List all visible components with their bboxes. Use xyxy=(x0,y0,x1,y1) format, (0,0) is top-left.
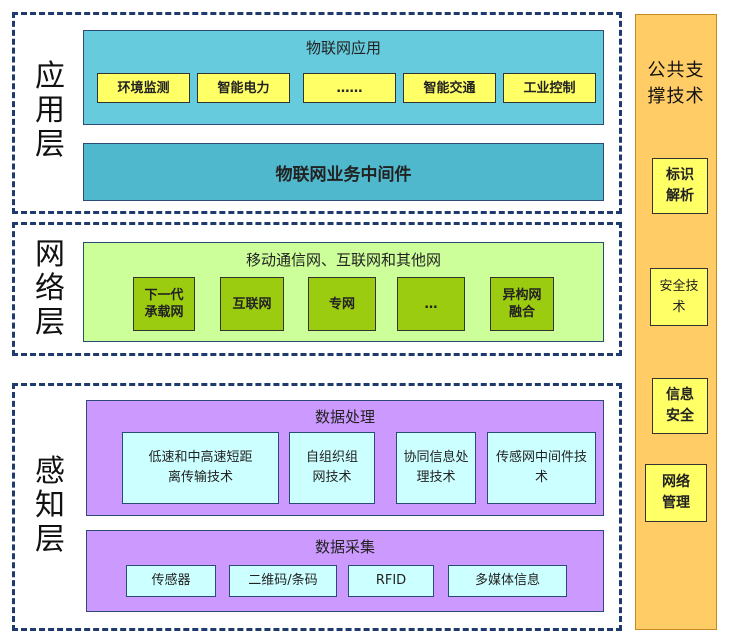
app-item-smart-power: 智能电力 xyxy=(197,73,290,103)
data-collection-title: 数据采集 xyxy=(314,538,375,556)
network-item-next-gen-bearer: 下一代承载网 xyxy=(133,277,195,331)
collection-item-multimedia: 多媒体信息 xyxy=(448,565,567,597)
support-item-information-security: 信息安全 xyxy=(652,378,708,434)
collection-item-barcode: 二维码/条码 xyxy=(229,565,337,597)
collection-item-sensor: 传感器 xyxy=(126,565,216,597)
processing-item-transmission: 低速和中高速短距离传输技术 xyxy=(122,432,279,504)
network-panel-title: 移动通信网、互联网和其他网 xyxy=(245,251,441,269)
app-item-smart-traffic: 智能交通 xyxy=(403,73,496,103)
data-processing-title: 数据处理 xyxy=(314,408,375,426)
processing-item-collaborative: 协同信息处理技术 xyxy=(396,432,476,504)
network-item-private-network: 专网 xyxy=(308,277,376,331)
support-title: 公共支撑技术 xyxy=(647,60,705,107)
processing-item-sensor-middleware: 传感网中间件技术 xyxy=(487,432,596,504)
perception-layer-label: 感知层 xyxy=(35,454,65,557)
perception-layer-frame xyxy=(12,383,622,631)
processing-item-self-organizing: 自组织组网技术 xyxy=(289,432,375,504)
iot-middleware-title: 物联网业务中间件 xyxy=(275,164,412,185)
application-layer-label: 应用层 xyxy=(35,59,65,162)
application-layer-frame xyxy=(12,12,622,214)
network-layer-label: 网络层 xyxy=(35,237,65,340)
collection-item-rfid: RFID xyxy=(348,565,434,597)
support-item-identification: 标识解析 xyxy=(652,158,708,214)
network-item-internet: 互联网 xyxy=(220,277,284,331)
network-item-ellipsis: … xyxy=(397,277,465,331)
network-item-heterogeneous-fusion: 异构网融合 xyxy=(490,277,554,331)
network-layer-frame xyxy=(12,222,622,356)
support-item-network-management: 网络管理 xyxy=(645,464,707,522)
app-item-environment-monitoring: 环境监测 xyxy=(97,73,190,103)
app-item-ellipsis: …… xyxy=(303,73,396,103)
support-item-security-technology: 安全技术 xyxy=(650,268,708,326)
app-item-industrial-control: 工业控制 xyxy=(503,73,596,103)
iot-middleware-panel: 物联网业务中间件 xyxy=(83,143,604,201)
iot-application-title: 物联网应用 xyxy=(305,39,381,57)
